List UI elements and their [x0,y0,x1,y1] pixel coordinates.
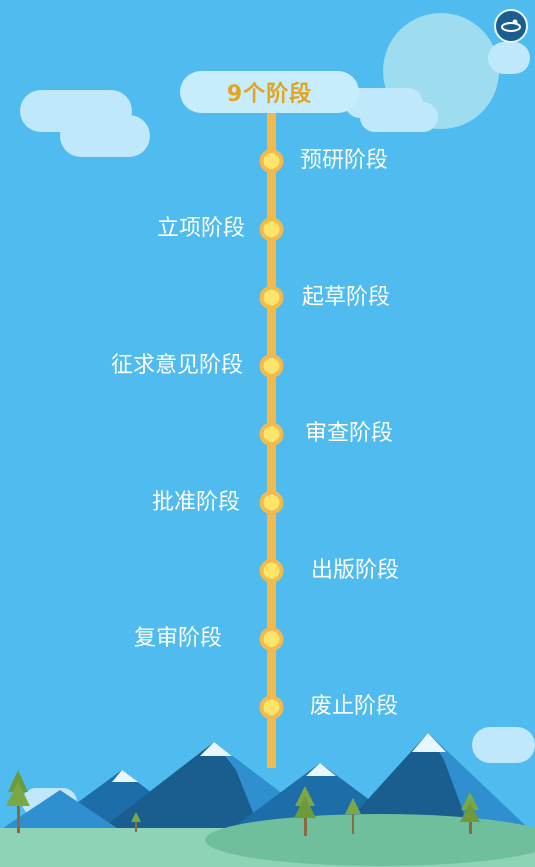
timeline-node-inner [263,289,280,306]
timeline-node-inner [263,562,280,579]
stage-label: 起草阶段 [302,284,391,310]
stage-label: 出版阶段 [311,557,400,583]
stage-label: 废止阶段 [310,694,399,720]
timeline-node-inner [263,221,280,238]
cloud-icon [20,90,150,157]
stage-label: 审查阶段 [305,421,394,447]
logo-icon [494,9,528,43]
mountain-icon [0,733,530,830]
stage-label: 立项阶段 [156,216,245,242]
stage-label: 批准阶段 [151,489,240,515]
tree-icon [6,770,30,833]
tree-icon [345,798,361,834]
timeline-node-inner [263,699,280,716]
cloud-icon [472,727,535,763]
cloud-icon [488,42,530,74]
ground-hill [205,814,535,866]
stage-label: 预研阶段 [300,148,389,173]
timeline-node-inner [263,426,280,443]
timeline-node-inner [263,153,280,169]
timeline-node-inner [263,357,280,374]
timeline-node-inner [263,631,280,648]
stages-title: 9个阶段 [180,71,359,113]
stage-label: 复审阶段 [133,626,222,652]
tree-icon [460,792,480,834]
timeline-node-inner [263,494,280,511]
stage-label: 征求意见阶段 [110,352,243,378]
cloud-icon [345,88,438,132]
timeline-nodes [259,149,284,720]
tree-icon [131,812,141,832]
tree-icon [294,786,316,836]
